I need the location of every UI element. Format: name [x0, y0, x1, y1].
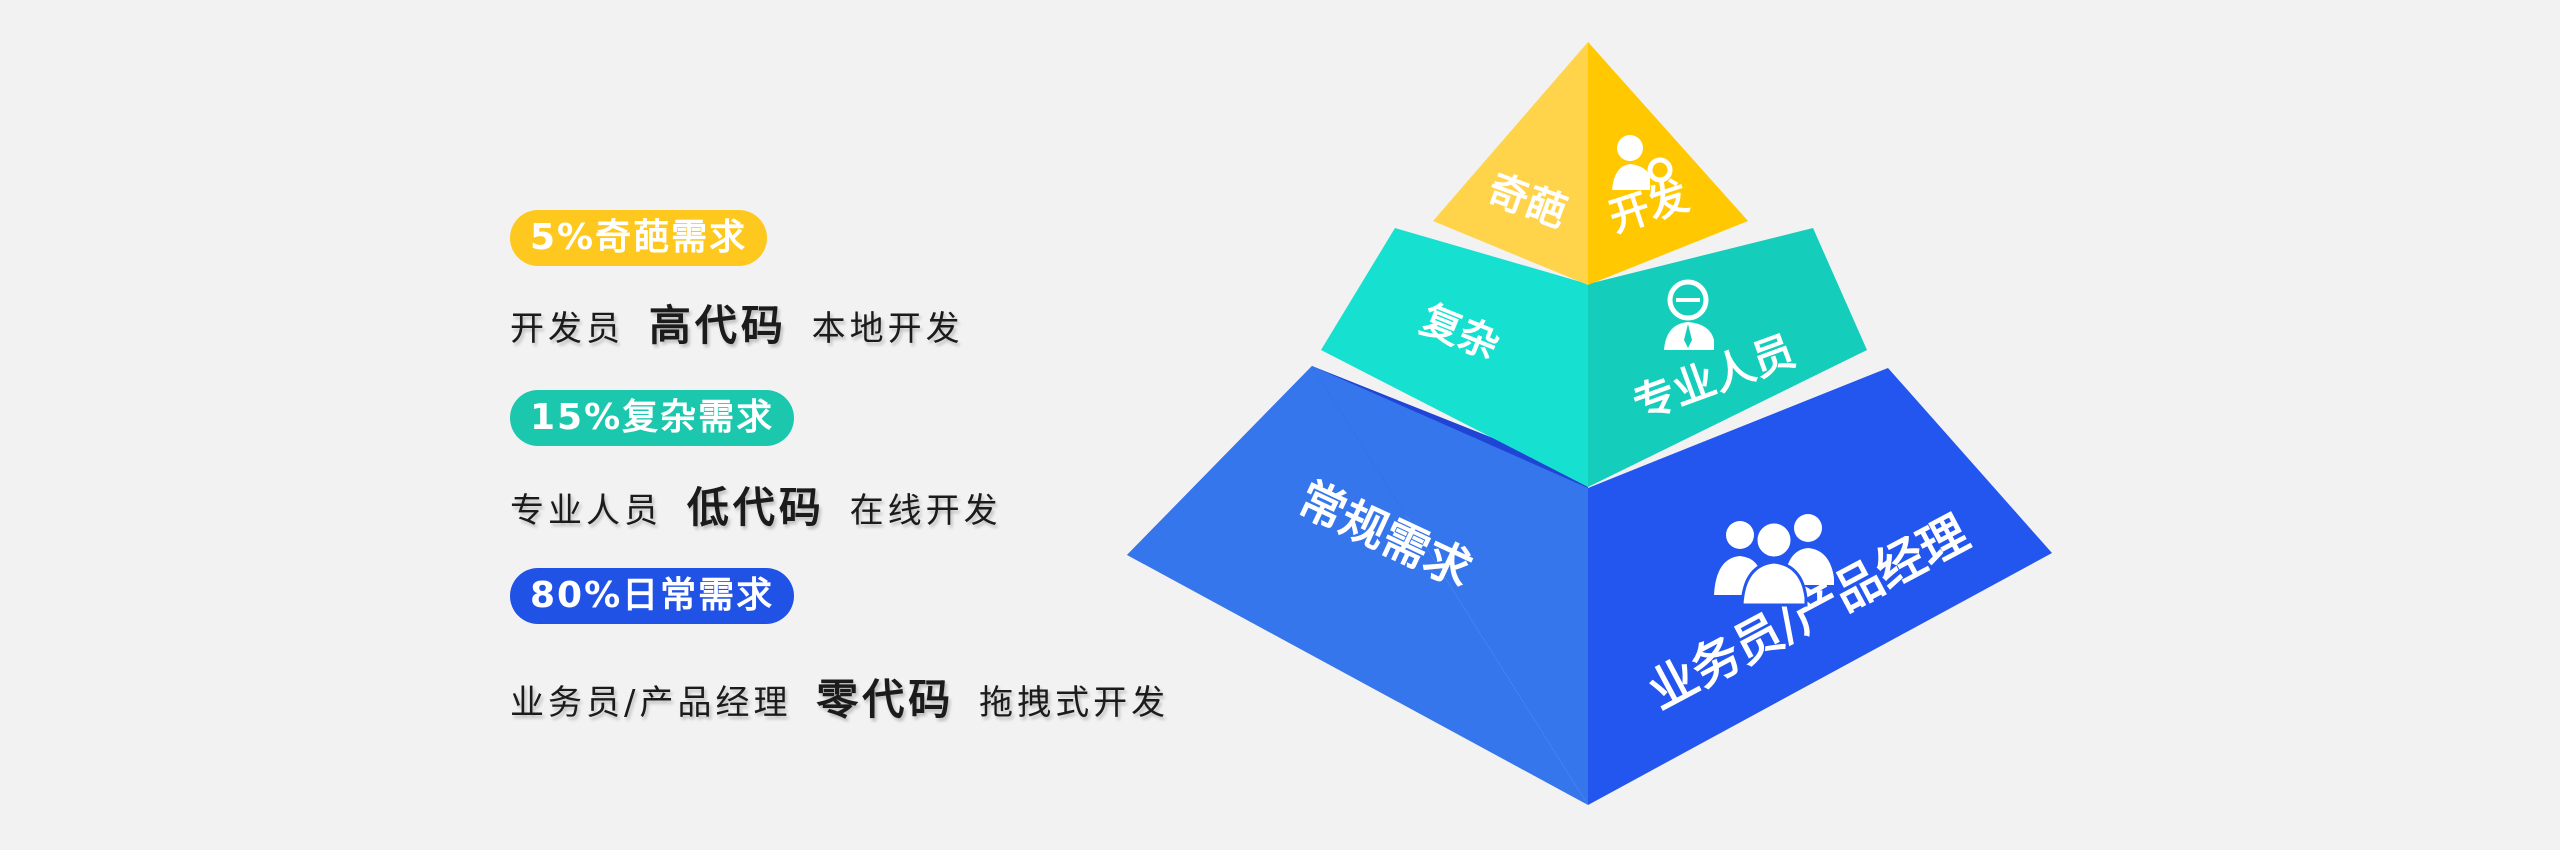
tier-bottom-left-face: [1127, 366, 1588, 805]
badge-complex-requirements: 15%复杂需求: [510, 390, 795, 446]
desc-daily-requirements: 业务员/产品经理 零代码 拖拽式开发: [510, 666, 1169, 727]
desc-role: 业务员/产品经理: [510, 683, 792, 723]
desc-dev-mode: 拖拽式开发: [979, 683, 1170, 723]
desc-dev-mode: 本地开发: [811, 309, 964, 349]
badge-rare-requirements: 5%奇葩需求: [510, 210, 768, 266]
developer-icon: [1612, 135, 1673, 190]
desc-dev-mode: 在线开发: [849, 491, 1002, 531]
desc-code-level: 高代码: [648, 301, 787, 350]
tier-top-left-face: [1433, 42, 1588, 285]
desc-role: 专业人员: [510, 491, 662, 531]
tier-middle-left-face: [1321, 228, 1588, 487]
pyramid-tier-top: [1433, 42, 1748, 285]
desc-role: 开发员: [510, 309, 624, 349]
pyramid-tier-middle: [1321, 228, 1867, 487]
tier-bottom-right-face: [1588, 368, 2052, 805]
requirements-legend: 5%奇葩需求 开发员 高代码 本地开发 15%复杂需求 专业人员 低代码 在线开…: [510, 0, 1310, 850]
desc-code-level: 低代码: [686, 483, 825, 532]
desc-rare-requirements: 开发员 高代码 本地开发: [510, 292, 964, 353]
pyramid-tier-bottom: [1127, 366, 2052, 805]
tier-bottom-left-face-b: [1312, 366, 1588, 805]
desc-code-level: 零代码: [816, 675, 955, 724]
desc-complex-requirements: 专业人员 低代码 在线开发: [510, 474, 1002, 535]
tier-middle-right-face: [1588, 228, 1867, 487]
badge-daily-requirements: 80%日常需求: [510, 568, 795, 624]
group-users-icon: [1714, 514, 1834, 607]
professional-icon: [1664, 279, 1714, 350]
